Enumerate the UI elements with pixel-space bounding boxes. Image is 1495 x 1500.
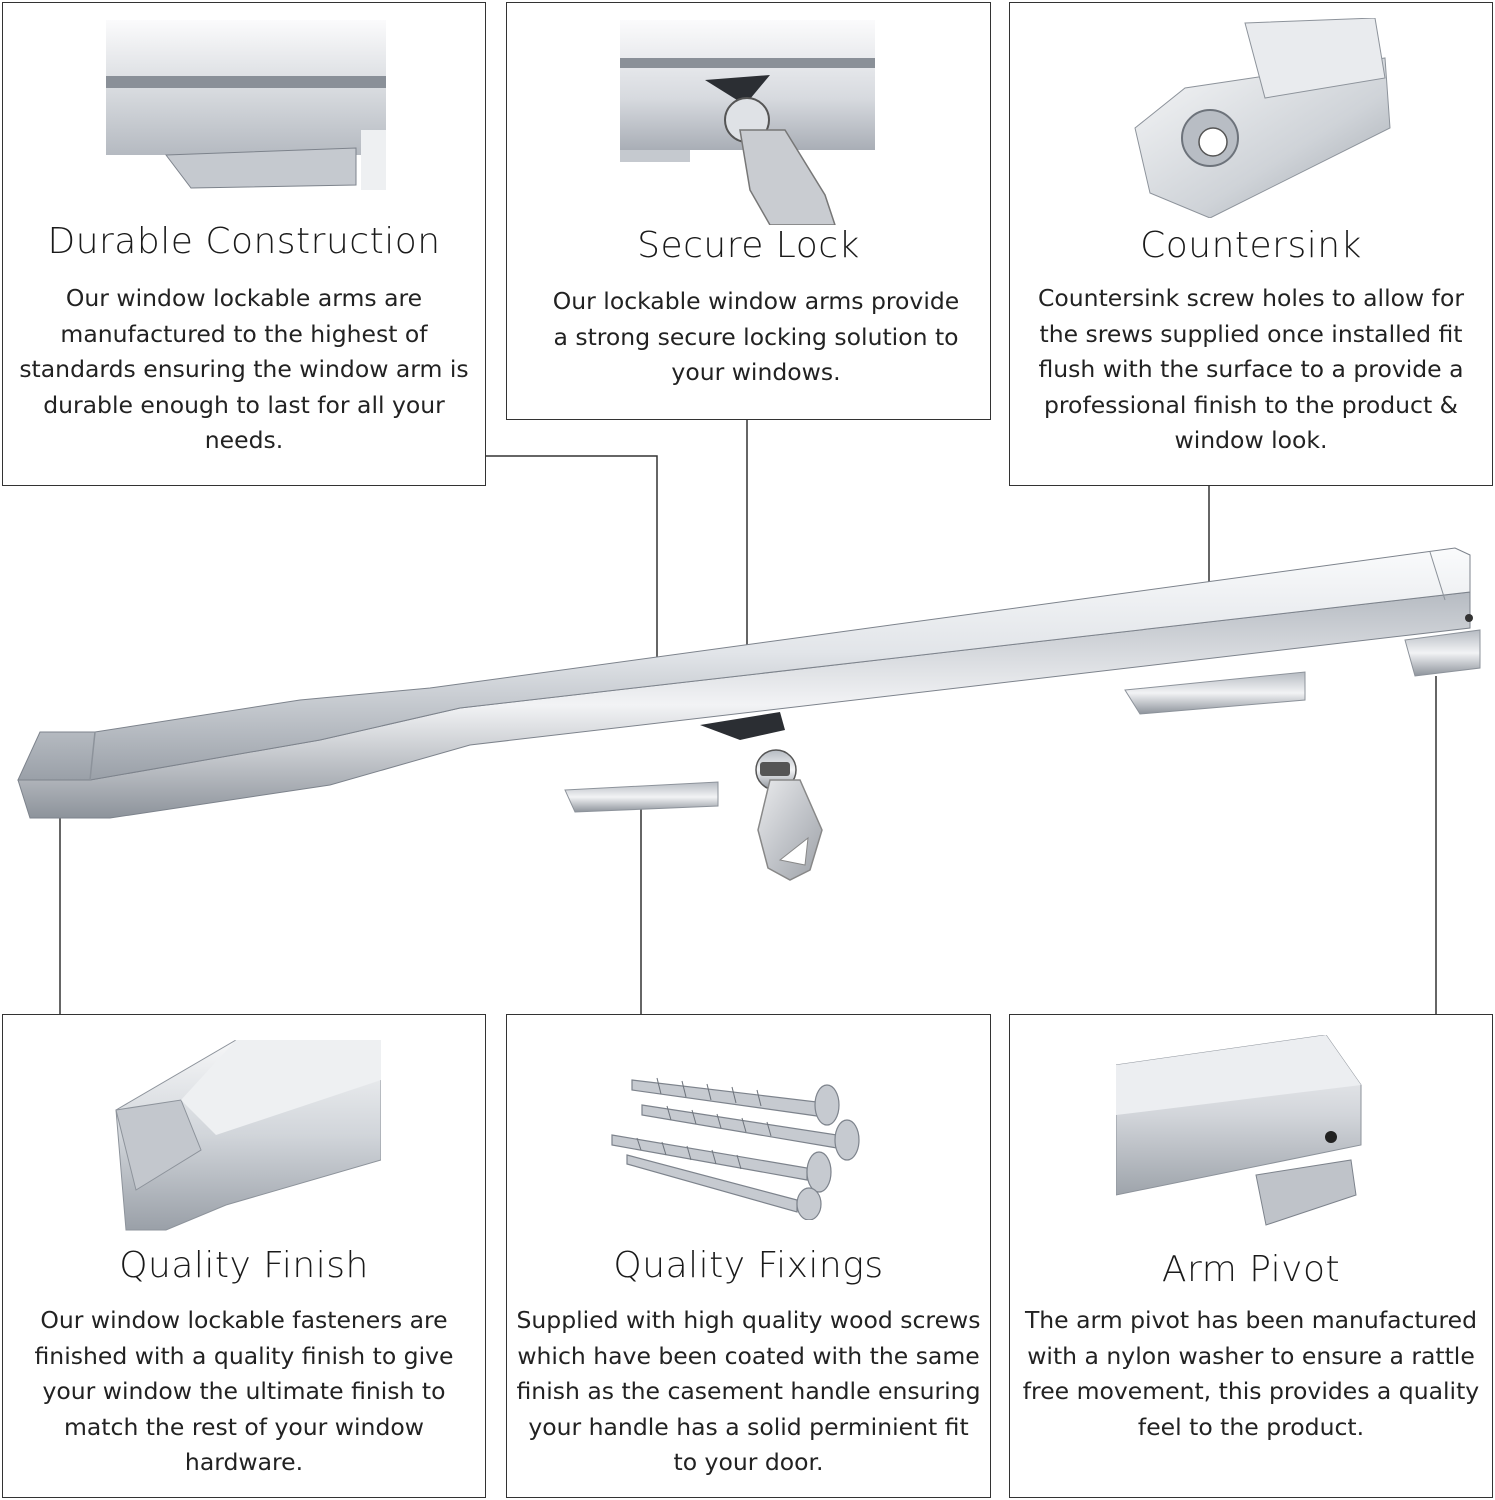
feature-panel-arm-pivot: Arm Pivot The arm pivot has been manufac… xyxy=(1009,1014,1493,1498)
bar-tip-closeup-icon xyxy=(115,1040,381,1231)
feature-panel-durable-construction: Durable Construction Our window lockable… xyxy=(2,2,486,486)
panel-title: Durable Construction xyxy=(47,221,441,262)
panel-description: Our window lockable arms are manufacture… xyxy=(19,284,469,454)
feature-panel-countersink: Countersink Countersink screw holes to a… xyxy=(1009,2,1493,486)
countersink-hole-closeup-icon xyxy=(1134,18,1391,218)
panel-description: Countersink screw holes to allow for the… xyxy=(1038,284,1464,454)
pivot-closeup-icon xyxy=(1116,1035,1362,1226)
feature-panel-quality-finish: Quality Finish Our window lockable faste… xyxy=(2,1014,486,1498)
panel-title: Countersink xyxy=(1140,225,1362,266)
bar-edge-closeup-icon xyxy=(106,20,386,190)
panel-description: Our lockable window arms provide a stron… xyxy=(552,287,960,386)
panel-description: The arm pivot has been manufactured with… xyxy=(1022,1306,1480,1441)
panel-title: Secure Lock xyxy=(637,225,860,266)
wood-screws-icon xyxy=(611,1077,860,1220)
panel-description: Supplied with high quality wood screws w… xyxy=(516,1306,981,1476)
feature-panel-quality-fixings: Quality Fixings Supplied with high quali… xyxy=(506,1014,991,1498)
panel-title: Arm Pivot xyxy=(1161,1249,1341,1290)
key-lock-closeup-icon xyxy=(620,20,875,225)
panel-description: Our window lockable fasteners are finish… xyxy=(34,1306,454,1476)
panel-title: Quality Fixings xyxy=(613,1245,884,1286)
connector-durable xyxy=(486,455,658,668)
panel-title: Quality Finish xyxy=(119,1245,369,1286)
feature-panel-secure-lock: Secure Lock Our lockable window arms pro… xyxy=(506,2,991,420)
